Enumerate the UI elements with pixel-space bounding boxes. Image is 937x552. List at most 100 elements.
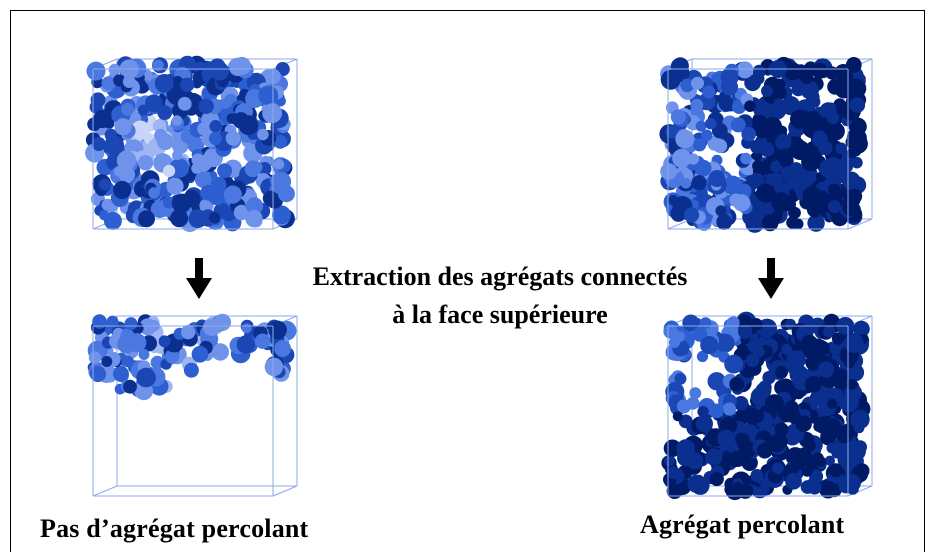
sphere bbox=[116, 150, 137, 171]
sphere bbox=[122, 75, 136, 88]
sphere bbox=[171, 115, 183, 126]
sphere bbox=[136, 367, 156, 388]
sphere bbox=[705, 118, 717, 130]
sphere bbox=[709, 403, 724, 419]
sphere bbox=[180, 324, 196, 340]
sphere bbox=[741, 126, 756, 142]
sphere bbox=[765, 173, 778, 186]
sphere bbox=[123, 379, 137, 394]
sphere bbox=[720, 68, 739, 87]
sphere bbox=[232, 56, 252, 76]
sphere bbox=[801, 334, 818, 352]
sphere bbox=[833, 368, 849, 385]
cube-top-left-svg bbox=[85, 55, 298, 232]
sphere bbox=[124, 317, 138, 331]
sphere bbox=[844, 333, 864, 353]
sphere bbox=[89, 365, 107, 383]
sphere bbox=[740, 152, 752, 165]
sphere bbox=[844, 357, 856, 369]
sphere bbox=[670, 57, 689, 76]
sphere bbox=[687, 474, 706, 493]
sphere bbox=[163, 164, 176, 177]
sphere bbox=[770, 160, 783, 173]
sphere bbox=[660, 163, 677, 180]
sphere bbox=[752, 99, 766, 113]
sphere bbox=[781, 343, 792, 355]
sphere bbox=[210, 61, 229, 81]
sphere bbox=[274, 340, 291, 357]
cube-bottom-left-svg bbox=[87, 313, 298, 497]
sphere bbox=[217, 163, 233, 179]
sphere bbox=[686, 396, 700, 410]
sphere bbox=[715, 205, 727, 217]
sphere bbox=[122, 355, 135, 368]
sphere bbox=[691, 175, 707, 191]
sphere bbox=[716, 214, 733, 230]
sphere bbox=[708, 170, 726, 187]
sphere bbox=[752, 345, 765, 358]
sphere bbox=[738, 324, 753, 339]
sphere bbox=[130, 120, 151, 140]
sphere bbox=[764, 394, 784, 414]
sphere bbox=[729, 451, 746, 467]
sphere bbox=[750, 209, 761, 220]
sphere bbox=[800, 480, 815, 494]
sphere bbox=[664, 455, 675, 467]
cube-edge bbox=[92, 485, 118, 497]
sphere bbox=[803, 438, 816, 452]
sphere bbox=[154, 74, 174, 93]
sphere bbox=[172, 150, 183, 161]
sphere bbox=[785, 472, 802, 490]
sphere bbox=[772, 462, 784, 475]
sphere bbox=[827, 398, 838, 409]
sphere bbox=[682, 314, 700, 332]
cube-bottom-left-non-percolating bbox=[85, 312, 305, 512]
sphere bbox=[828, 200, 841, 214]
sphere bbox=[101, 356, 113, 367]
sphere bbox=[802, 186, 822, 206]
sphere bbox=[691, 76, 704, 90]
sphere bbox=[854, 422, 865, 434]
sphere bbox=[744, 100, 756, 112]
sphere bbox=[148, 187, 160, 199]
sphere bbox=[228, 113, 240, 125]
sphere bbox=[157, 105, 173, 120]
sphere bbox=[824, 387, 835, 398]
sphere bbox=[152, 59, 164, 72]
sphere bbox=[170, 209, 189, 228]
sphere bbox=[834, 64, 853, 83]
sphere bbox=[748, 172, 765, 189]
sphere bbox=[782, 166, 794, 178]
sphere bbox=[849, 97, 866, 113]
sphere bbox=[755, 187, 768, 200]
sphere bbox=[171, 193, 192, 213]
sphere bbox=[197, 122, 210, 136]
down-arrow-icon bbox=[756, 258, 786, 305]
sphere bbox=[761, 214, 779, 232]
sphere bbox=[233, 204, 250, 221]
sphere bbox=[164, 349, 180, 364]
sphere bbox=[831, 332, 845, 345]
sphere bbox=[273, 159, 285, 170]
sphere bbox=[826, 111, 840, 125]
sphere bbox=[663, 324, 678, 339]
sphere bbox=[198, 98, 214, 114]
sphere bbox=[829, 463, 844, 478]
sphere bbox=[166, 177, 184, 195]
sphere bbox=[805, 354, 822, 371]
sphere bbox=[158, 335, 171, 348]
sphere bbox=[801, 151, 821, 172]
sphere bbox=[823, 418, 842, 436]
sphere bbox=[736, 61, 754, 79]
sphere bbox=[838, 478, 854, 494]
sphere bbox=[672, 148, 692, 168]
sphere bbox=[831, 447, 843, 459]
sphere bbox=[853, 440, 867, 454]
sphere bbox=[724, 354, 743, 374]
figure-frame bbox=[10, 10, 925, 552]
sphere bbox=[154, 128, 168, 142]
sphere bbox=[220, 98, 231, 110]
sphere bbox=[828, 183, 841, 196]
sphere bbox=[769, 438, 785, 453]
sphere bbox=[202, 318, 221, 336]
